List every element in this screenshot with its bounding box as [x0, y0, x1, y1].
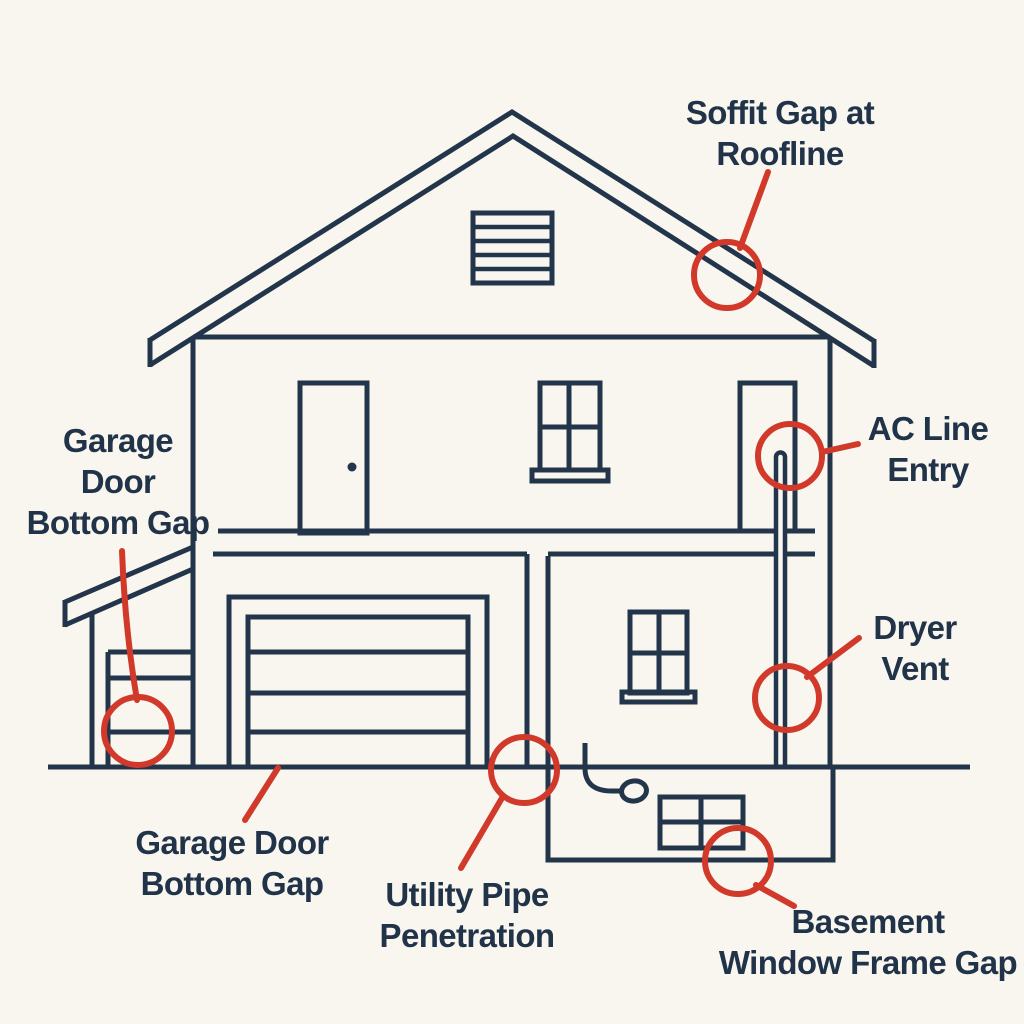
leanto-roof-top: [64, 544, 194, 605]
soffit-gap-leader: [737, 169, 771, 251]
callout-ac-line-line1: AC Line: [867, 410, 989, 447]
ac-line-leader: [819, 441, 861, 455]
garage-door-frame: [226, 594, 490, 767]
callout-soffit-gap: Soffit Gap at Roofline: [685, 92, 875, 174]
callout-ac-line: AC Line Entry: [867, 408, 989, 490]
basement-window-marker: [702, 825, 774, 897]
callout-garage-door-upper: Garage Door Bottom Gap: [27, 420, 210, 543]
upper-door-knob: [347, 462, 357, 472]
callout-garage-door-lower: Garage Door Bottom Gap: [135, 822, 329, 904]
garage-lower-leader: [242, 765, 281, 823]
callout-dryer-vent-line2: Vent: [881, 650, 949, 687]
basement-outline: [545, 765, 836, 863]
basement-window-leader: [753, 882, 797, 909]
first-floor-window-sill: [619, 689, 698, 705]
first-floor-window-mullions: [630, 612, 687, 693]
upper-window-sill: [529, 467, 611, 484]
garage-door-slats: [248, 649, 468, 735]
callout-soffit-gap-line1: Soffit Gap at: [685, 94, 875, 131]
callout-basement-window-line2: Window Frame Gap: [718, 944, 1018, 981]
callout-basement-window-line1: Basement: [791, 903, 946, 940]
garage-upper-leader: [119, 548, 140, 703]
dryer-vent-leader: [804, 635, 862, 680]
upper-door: [297, 380, 370, 536]
ac-line-pipe: [773, 450, 788, 767]
callout-dryer-vent: Dryer Vent: [873, 607, 957, 689]
ac-line-marker: [755, 421, 825, 491]
callout-ac-line-line2: Entry: [887, 451, 969, 488]
callout-garage-door-lower-line2: Bottom Gap: [140, 865, 324, 902]
soffit-gap-marker: [691, 239, 763, 311]
leanto-roof-bottom: [63, 566, 195, 628]
utility-pipe-leader: [458, 795, 505, 871]
roof-outer-edge: [148, 109, 876, 344]
attic-vent-louvers: [473, 224, 552, 272]
dryer-vent-marker: [752, 663, 822, 733]
basement-window-mullions: [660, 797, 743, 848]
callout-garage-door-upper-line1: Garage: [62, 422, 174, 459]
callout-soffit-gap-line2: Roofline: [716, 135, 844, 172]
callout-utility-pipe: Utility Pipe Penetration: [379, 874, 556, 956]
leanto-rails: [108, 649, 193, 735]
upper-window-mullions: [540, 383, 600, 470]
callout-utility-pipe-line1: Utility Pipe: [385, 876, 549, 913]
ac-chase-panel: [737, 380, 798, 531]
callout-basement-window: Basement Window Frame Gap: [718, 901, 1018, 983]
callout-garage-door-upper-line2: Door: [80, 463, 156, 500]
callout-utility-pipe-line2: Penetration: [379, 917, 556, 954]
attic-vent: [470, 210, 555, 286]
callout-garage-door-lower-line1: Garage Door: [135, 824, 329, 861]
utility-pipe-cap: [619, 778, 649, 804]
utility-pipe-curve: [582, 743, 621, 794]
callout-dryer-vent-line1: Dryer: [873, 609, 957, 646]
utility-pipe-marker: [488, 734, 560, 806]
callout-garage-door-upper-line3: Bottom Gap: [26, 504, 210, 541]
